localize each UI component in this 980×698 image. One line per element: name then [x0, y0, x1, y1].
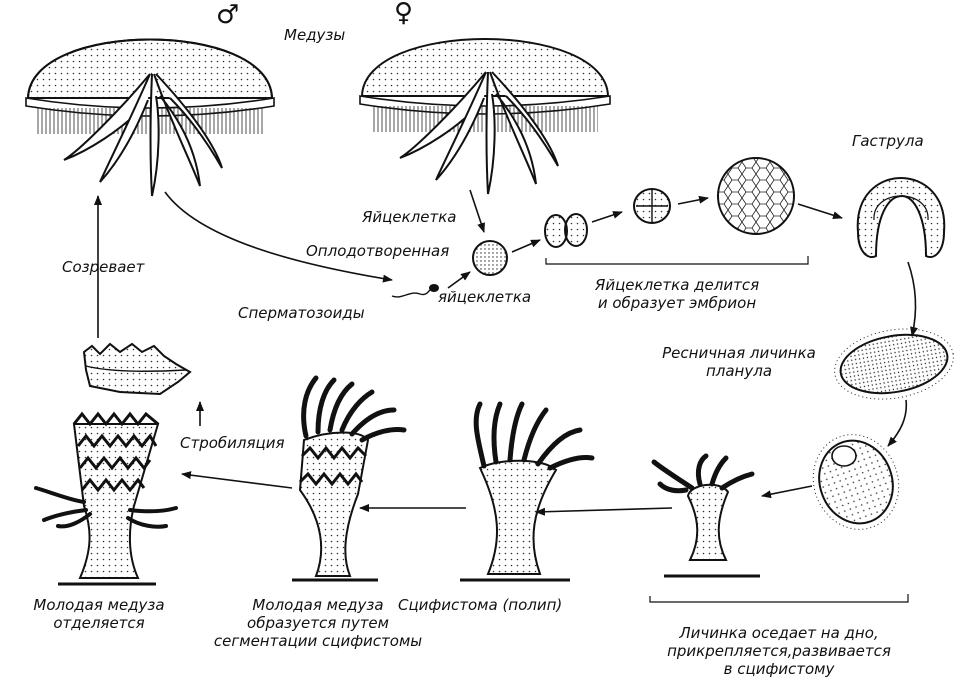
arrow-to-2cell	[511, 239, 541, 253]
arrow-sperm-path	[164, 191, 393, 283]
morula	[717, 157, 795, 235]
arrow-to-gastrula	[797, 203, 843, 220]
arrow-to-morula	[677, 195, 709, 205]
label-fertilized-line2: яйцеклетка	[438, 288, 532, 306]
male-symbol: ♂	[216, 0, 240, 30]
four-cell-stage	[633, 188, 671, 224]
label-young-forms-line2: образуется путем	[247, 614, 389, 632]
arrow-sperm-to-egg	[447, 271, 471, 289]
cleavage-bracket	[545, 256, 809, 265]
label-spermatozoa: Сперматозоиды	[238, 304, 365, 322]
label-young-separates-line1: Молодая медуза	[33, 596, 165, 614]
label-matures: Созревает	[62, 258, 145, 276]
label-egg-cell: Яйцеклетка	[362, 208, 457, 226]
label-planula-line1: Ресничная личинка	[662, 344, 816, 362]
label-fertilized-line1: Оплодотворенная	[306, 242, 450, 260]
spermatozoon	[391, 284, 439, 298]
arrow-to-strobila	[181, 471, 293, 489]
arrow-to-scyphistoma	[535, 507, 673, 516]
fertilized-egg	[472, 240, 508, 276]
label-medusae: Медузы	[284, 26, 346, 44]
young-polyp	[651, 453, 760, 578]
label-young-separates-line2: отделяется	[53, 614, 145, 632]
settling-larva	[812, 434, 900, 530]
ephyra	[82, 342, 192, 396]
label-larva-settles-line3: в сцифистому	[723, 660, 835, 678]
label-gastrula: Гаструла	[852, 132, 924, 150]
label-scyphistoma: Сцифистома (полип)	[398, 596, 563, 614]
label-young-forms-line3: сегментации сцифистомы	[213, 632, 423, 650]
label-egg-divides-line1: Яйцеклетка делится	[594, 276, 760, 294]
strobila	[34, 411, 178, 586]
arrow-to-planula	[907, 261, 918, 337]
female-medusa	[359, 38, 611, 195]
label-strobilation: Стробиляция	[180, 434, 285, 452]
arrow-to-4cell	[591, 211, 623, 223]
label-planula: Ресничная личинка планула	[644, 344, 834, 380]
label-larva-settles: Личинка оседает на дно, прикрепляется,ра…	[648, 624, 910, 678]
label-egg-divides: Яйцеклетка делится и образует эмбрион	[562, 276, 792, 312]
segmenting-scyphistoma	[292, 375, 407, 582]
settling-bracket	[649, 594, 909, 603]
label-egg-divides-line2: и образует эмбрион	[597, 294, 757, 312]
label-larva-settles-line1: Личинка оседает на дно,	[679, 624, 879, 642]
female-symbol: ♀	[394, 0, 414, 28]
label-young-forms-line1: Молодая медуза	[252, 596, 384, 614]
label-larva-settles-line2: прикрепляется,развивается	[667, 642, 891, 660]
male-medusa	[25, 38, 275, 197]
label-young-separates: Молодая медуза отделяется	[6, 596, 192, 632]
arrow-to-young-polyp	[761, 485, 813, 499]
arrow-planula-settles	[887, 399, 908, 447]
planula-larva	[834, 328, 954, 400]
label-planula-line2: планула	[705, 362, 773, 380]
scyphistoma-polyp	[460, 401, 595, 582]
gastrula	[856, 177, 946, 258]
arrow-egg-release	[469, 189, 485, 233]
two-cell-stage	[544, 213, 588, 248]
label-young-forms: Молодая медуза образуется путем сегмента…	[202, 596, 434, 650]
